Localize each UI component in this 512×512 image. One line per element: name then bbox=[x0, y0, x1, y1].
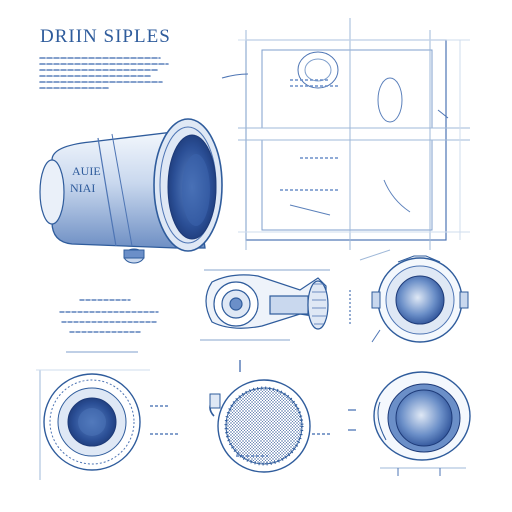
mid-notes bbox=[59, 299, 159, 333]
cylinder-label-2: NIAI bbox=[70, 181, 95, 195]
mesh-fitting-bottom bbox=[209, 360, 356, 473]
title-notes bbox=[39, 57, 169, 89]
sheet-title: DRIIN SIPLES bbox=[40, 26, 171, 47]
ring-fitting-right bbox=[359, 249, 469, 343]
elbow-fitting bbox=[200, 269, 351, 341]
cylinder-label-1: AUIE bbox=[72, 164, 101, 178]
lens-fitting-bottom-right bbox=[373, 371, 471, 476]
elevation-drawing bbox=[221, 18, 470, 250]
flange-bottom-left bbox=[36, 369, 178, 480]
pipe-coupling-isometric: AUIE NIAI bbox=[39, 118, 223, 264]
